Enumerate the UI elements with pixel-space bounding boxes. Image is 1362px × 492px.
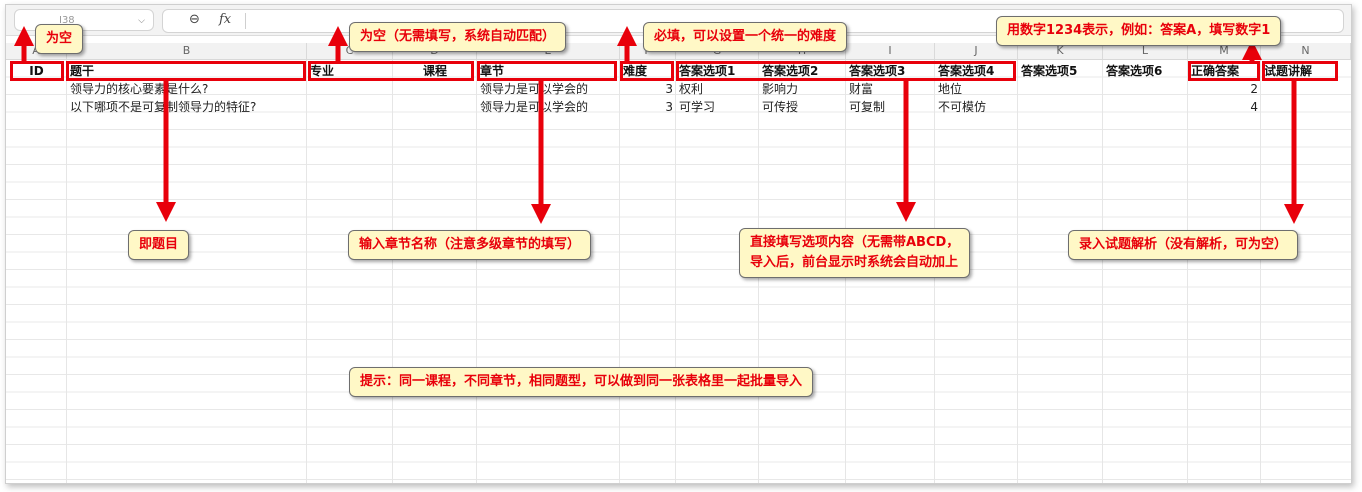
cell-stem[interactable]: 领导力的核心要素是什么? bbox=[70, 82, 209, 96]
chevron-down-icon[interactable]: ⌵ bbox=[138, 16, 145, 26]
cell-answer[interactable]: 4 bbox=[1250, 100, 1258, 114]
grid-line bbox=[476, 60, 477, 483]
cell-option4[interactable]: 地位 bbox=[938, 82, 963, 96]
column-header-k[interactable]: K bbox=[1018, 43, 1103, 59]
highlight-answer-column bbox=[1188, 61, 1260, 81]
cell-chapter[interactable]: 领导力是可以学会的 bbox=[480, 100, 589, 114]
formula-divider bbox=[245, 13, 246, 29]
callout-option-content: 直接填写选项内容（无需带ABCD， 导入后，前台显示时系统会自动加上 bbox=[739, 228, 971, 278]
cell-option2[interactable]: 影响力 bbox=[762, 82, 799, 96]
callout-difficulty-required: 必填，可以设置一个统一的难度 bbox=[643, 22, 848, 52]
callout-option-line-2: 导入后，前台显示时系统会自动加上 bbox=[750, 255, 959, 270]
cell-answer[interactable]: 2 bbox=[1250, 82, 1258, 96]
cell-option3[interactable]: 可复制 bbox=[849, 100, 886, 114]
header-cell-option5[interactable]: 答案选项5 bbox=[1021, 64, 1078, 78]
cell-difficulty[interactable]: 3 bbox=[665, 100, 673, 114]
cell-option4[interactable]: 不可模仿 bbox=[938, 100, 987, 114]
cell-chapter[interactable]: 领导力是可以学会的 bbox=[480, 82, 589, 96]
header-cell-option2[interactable]: 答案选项2 bbox=[762, 64, 819, 78]
grid-line bbox=[66, 60, 67, 483]
highlight-major-course-columns bbox=[308, 61, 474, 81]
highlight-explanation-column bbox=[1262, 61, 1338, 81]
column-header-j[interactable]: J bbox=[935, 43, 1018, 59]
highlight-chapter-column bbox=[477, 61, 617, 81]
callout-stem-is-question: 即题目 bbox=[128, 230, 190, 260]
callout-id-empty: 为空 bbox=[35, 24, 84, 54]
header-cell-option4[interactable]: 答案选项4 bbox=[938, 64, 995, 78]
header-cell-id[interactable]: ID bbox=[29, 64, 44, 78]
cell-grid[interactable]: ID 题干 专业 课程 章节 难度 答案选项1 答案选项2 答案选项3 答案选项… bbox=[6, 60, 1351, 483]
cell-option1[interactable]: 可学习 bbox=[679, 100, 716, 114]
function-icon[interactable]: fx bbox=[219, 12, 232, 27]
column-header-n[interactable]: N bbox=[1261, 43, 1351, 59]
callout-answer-numbers: 用数字1234表示，例如：答案A，填写数字1 bbox=[996, 16, 1282, 46]
grid-line bbox=[1187, 60, 1188, 483]
header-cell-option6[interactable]: 答案选项6 bbox=[1106, 64, 1163, 78]
header-row: ID 题干 专业 课程 章节 难度 答案选项1 答案选项2 答案选项3 答案选项… bbox=[6, 62, 1351, 80]
table-row: 以下哪项不是可复制领导力的特征? 领导力是可以学会的 3 可学习 可传授 可复制… bbox=[6, 98, 1351, 116]
column-header-b[interactable]: B bbox=[67, 43, 307, 59]
grid-line bbox=[619, 60, 620, 483]
highlight-id-column bbox=[10, 61, 64, 81]
header-cell-difficulty[interactable]: 难度 bbox=[623, 64, 648, 78]
grid-line bbox=[1017, 60, 1018, 483]
callout-batch-import-tip: 提示：同一课程，不同章节，相同题型，可以做到同一张表格里一起批量导入 bbox=[349, 367, 814, 397]
grid-line bbox=[1102, 60, 1103, 483]
header-cell-course[interactable]: 课程 bbox=[422, 64, 447, 78]
cell-option3[interactable]: 财富 bbox=[849, 82, 874, 96]
highlight-option-columns bbox=[676, 61, 1016, 81]
header-cell-major[interactable]: 专业 bbox=[310, 64, 335, 78]
cell-option1[interactable]: 权利 bbox=[679, 82, 704, 96]
column-header-i[interactable]: I bbox=[846, 43, 935, 59]
zoom-icon[interactable]: ⊖ bbox=[189, 12, 200, 27]
header-cell-explanation[interactable]: 试题讲解 bbox=[1264, 64, 1313, 78]
callout-explanation: 录入试题解析（没有解析，可为空） bbox=[1068, 230, 1299, 260]
header-cell-stem[interactable]: 题干 bbox=[70, 64, 95, 78]
highlight-stem-column bbox=[66, 61, 306, 81]
callout-chapter-name: 输入章节名称（注意多级章节的填写） bbox=[348, 230, 592, 260]
column-header-l[interactable]: L bbox=[1103, 43, 1188, 59]
grid-line bbox=[1260, 60, 1261, 483]
cell-option2[interactable]: 可传授 bbox=[762, 100, 799, 114]
cell-stem[interactable]: 以下哪项不是可复制领导力的特征? bbox=[70, 100, 257, 114]
header-cell-answer[interactable]: 正确答案 bbox=[1191, 64, 1240, 78]
cell-difficulty[interactable]: 3 bbox=[665, 82, 673, 96]
highlight-difficulty-column bbox=[620, 61, 674, 81]
grid-line bbox=[675, 60, 676, 483]
cell-reference: I38 bbox=[59, 15, 75, 26]
grid-line bbox=[392, 60, 393, 483]
header-cell-option1[interactable]: 答案选项1 bbox=[679, 64, 736, 78]
callout-option-line-1: 直接填写选项内容（无需带ABCD， bbox=[750, 235, 960, 250]
callout-major-course-empty: 为空（无需填写，系统自动匹配） bbox=[349, 22, 567, 52]
grid-line bbox=[306, 60, 307, 483]
header-cell-option3[interactable]: 答案选项3 bbox=[849, 64, 906, 78]
header-cell-chapter[interactable]: 章节 bbox=[480, 64, 505, 78]
table-row: 领导力的核心要素是什么? 领导力是可以学会的 3 权利 影响力 财富 地位 2 bbox=[6, 80, 1351, 98]
